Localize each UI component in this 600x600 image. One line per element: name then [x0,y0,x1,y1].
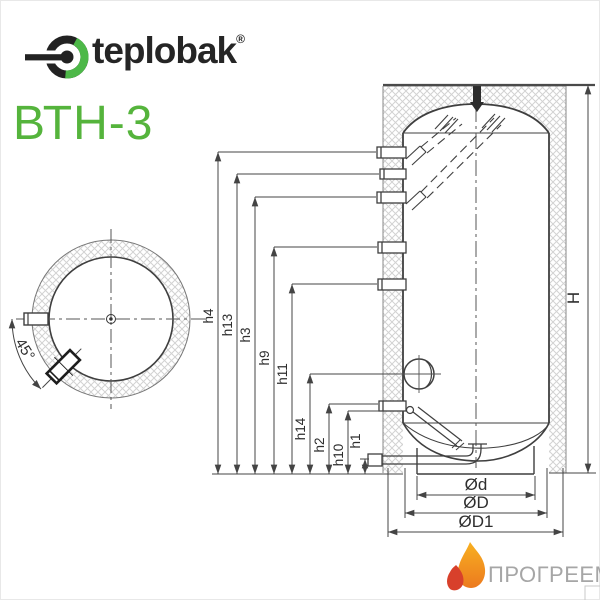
model-label: ВТН-3 [13,97,154,150]
dim-label-h3: h3 [238,327,253,342]
dim-label-D1: ØD1 [459,512,494,531]
bottom-fitting [405,405,465,451]
dim-label-h13: h13 [220,314,235,337]
dim-label-H: H [564,292,583,304]
dim-label-h4: h4 [201,308,216,324]
dim-label-d: Ød [465,475,488,494]
angle-arc [8,318,42,390]
frame-corner [584,585,600,600]
drain-pipe [367,443,487,467]
dim-label-h14: h14 [293,417,308,440]
flame-icon [447,542,486,591]
dim-label-h10: h10 [331,444,346,467]
top-view-drawing: 45° [8,229,206,409]
manhole-flange [400,355,441,393]
watermark-text: ПРОГРЕЕМ [488,562,600,587]
heat-exchanger-coil [405,113,506,211]
front-view-drawing [367,85,567,475]
side-nozzles [376,146,407,412]
dimension-labels: h4 h13 h3 h9 h11 h14 h2 h10 h1 H Ød ØD Ø… [201,292,583,531]
angled-nozzle [42,348,82,388]
dim-label-h2: h2 [312,437,327,452]
side-nozzle [23,312,49,326]
dished-bottom-inner [402,422,550,449]
angle-label: 45° [12,335,38,363]
dim-label-h9: h9 [257,350,272,365]
teplobak-logo-icon [24,35,89,79]
brand-name: teplobak [92,30,237,71]
top-nozzle [470,85,484,112]
brand-logo-text: teplobak® [92,30,245,72]
dim-label-D: ØD [463,493,489,512]
dished-bottom [402,422,550,462]
dim-label-h1: h1 [348,433,363,448]
dim-label-h11: h11 [275,363,290,385]
dimensions [212,83,596,537]
registered-mark: ® [236,32,245,46]
